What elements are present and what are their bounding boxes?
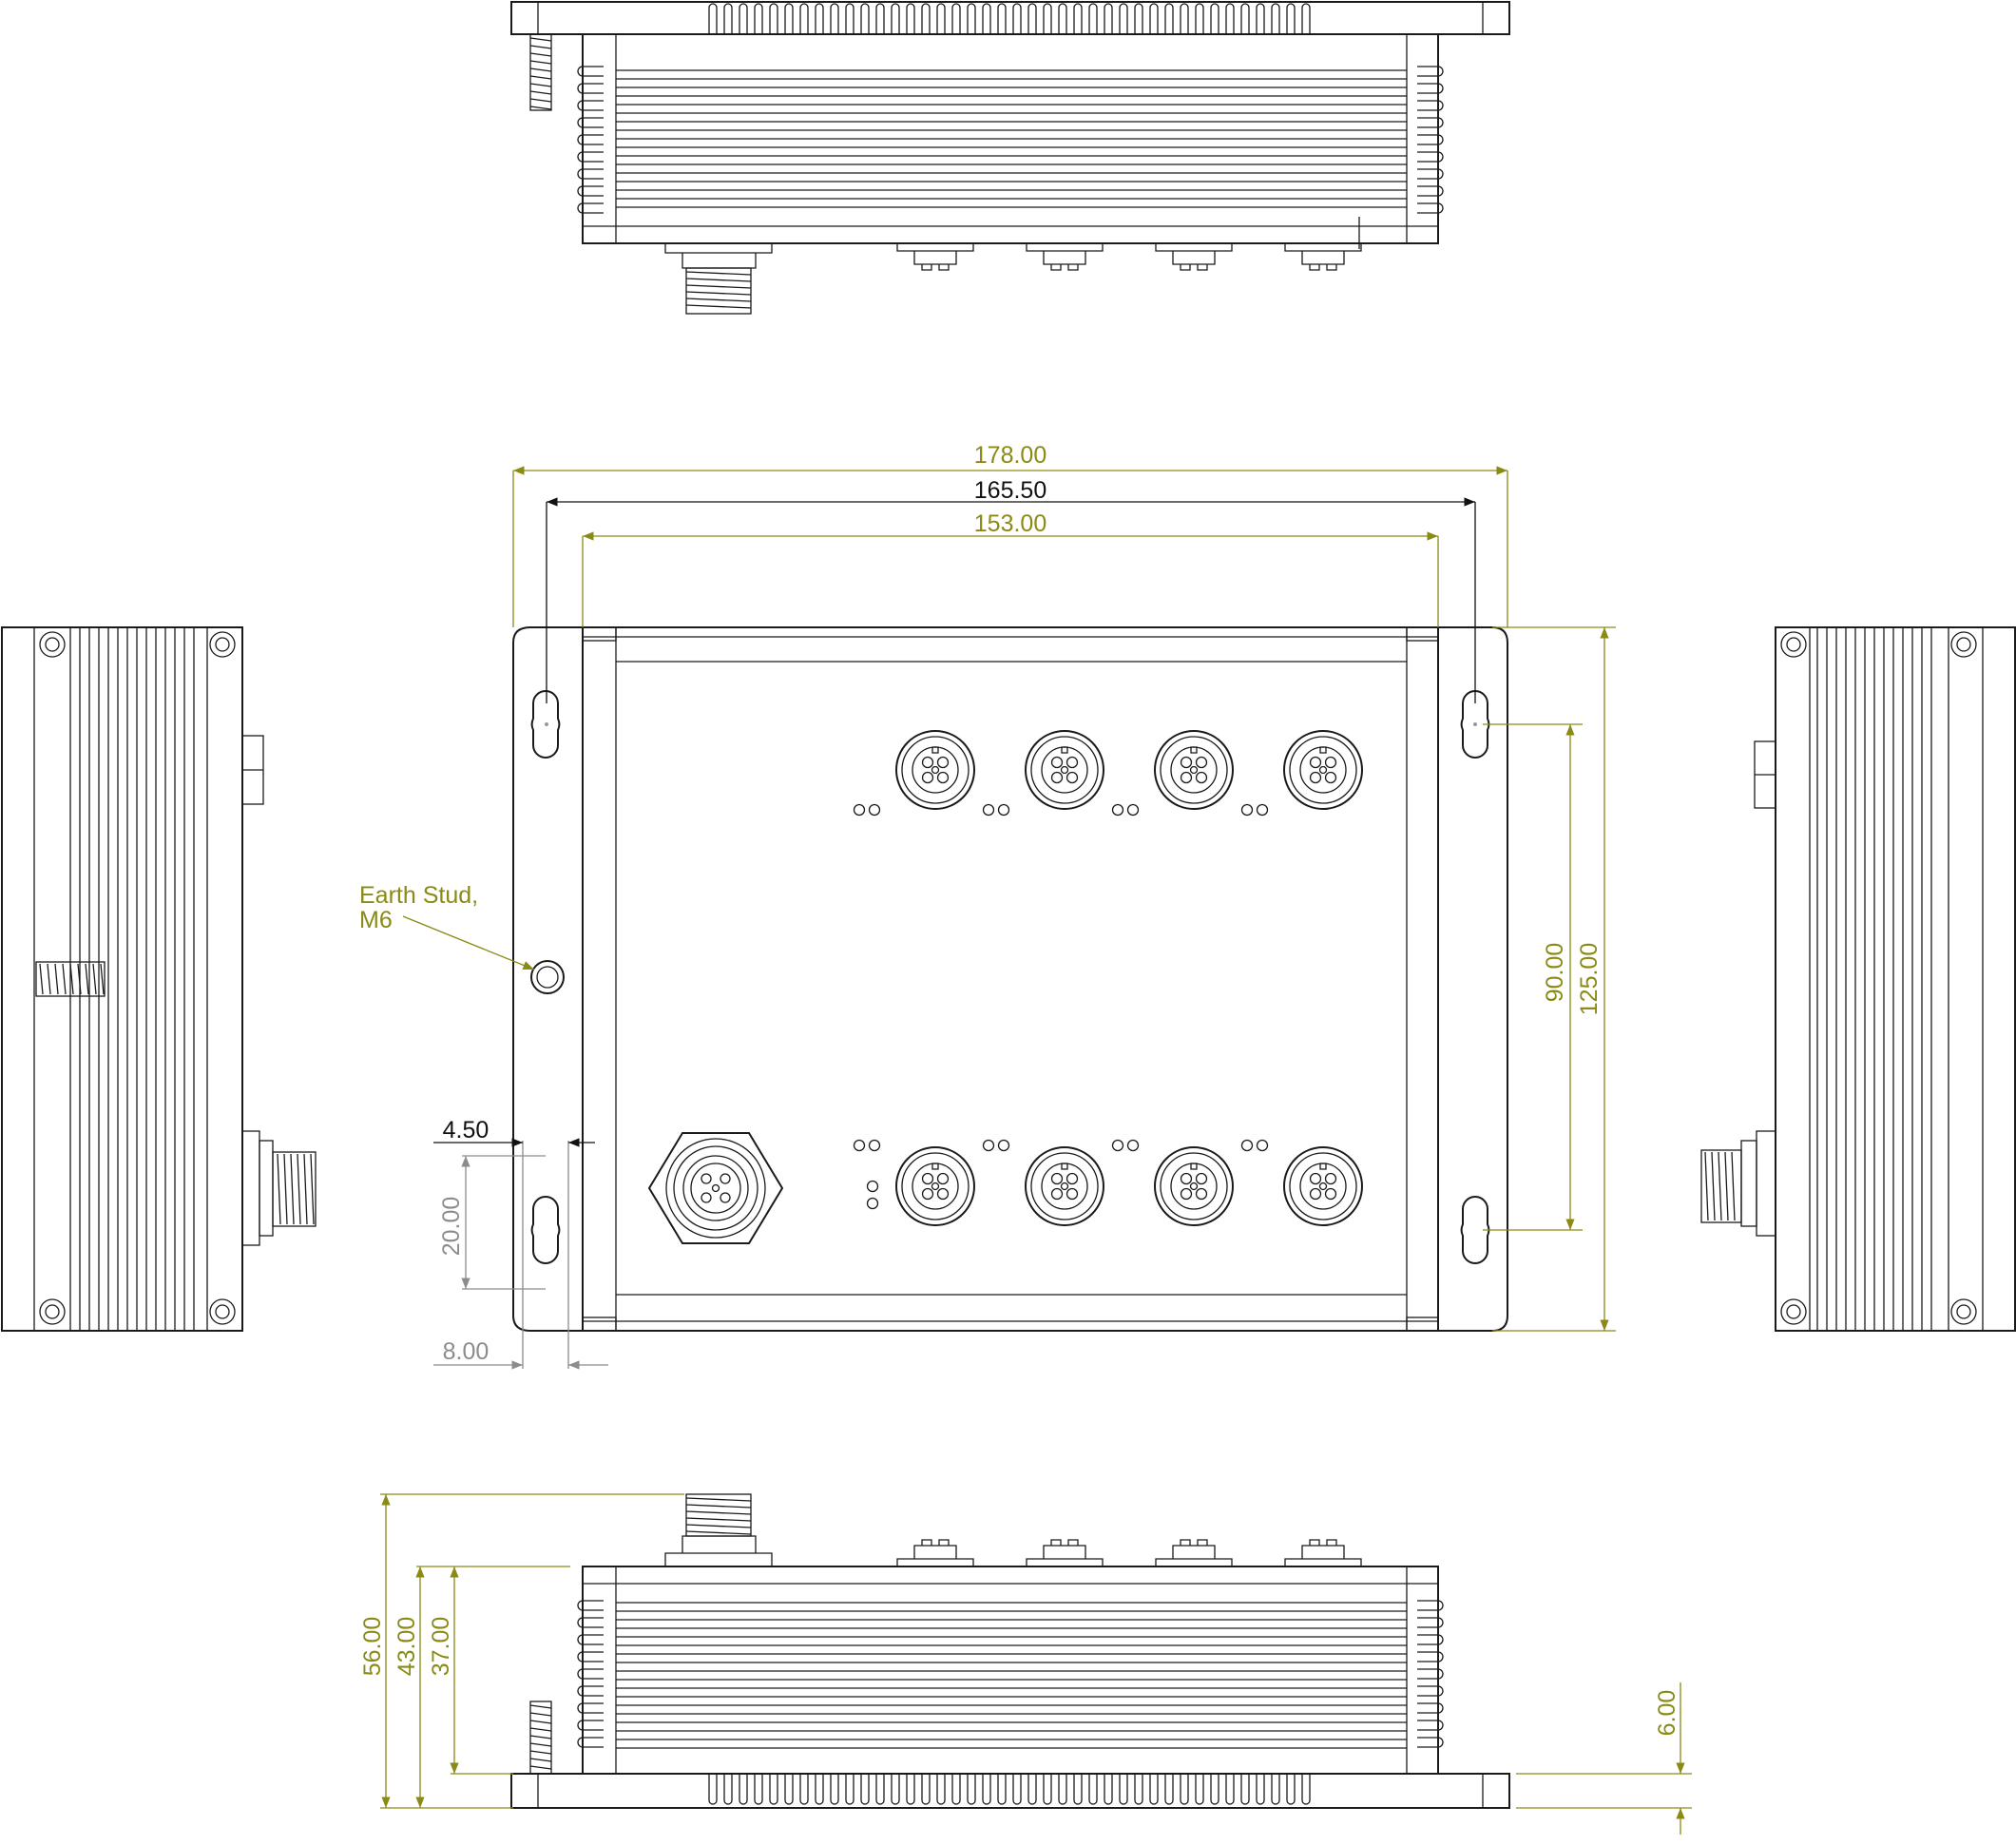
dim-body-width: 153.00	[974, 510, 1046, 537]
dim-base-plate-thickness: 6.00	[1654, 1690, 1680, 1737]
power-connector-front	[647, 1132, 784, 1244]
dim-housing-height: 43.00	[394, 1617, 420, 1677]
mounting-keyhole-top-left	[530, 690, 561, 759]
dimension-lines-front	[402, 466, 1616, 1370]
earth-stud-side	[35, 961, 106, 997]
dim-total-height: 56.00	[359, 1617, 386, 1677]
dim-slot-offset: 4.50	[443, 1117, 490, 1144]
dim-hole-edge-offset: 8.00	[443, 1338, 490, 1365]
earth-stud-label-line1: Earth Stud,	[359, 882, 478, 909]
front-view: 178.00 165.50 153.00 125.00 90.00 4.50 2…	[359, 442, 1616, 1370]
dim-overall-height: 125.00	[1576, 943, 1603, 1015]
earth-stud-label-line2: M6	[359, 907, 393, 933]
dim-overall-width: 178.00	[974, 442, 1046, 469]
dim-body-height: 37.00	[428, 1617, 454, 1677]
dim-slot-length: 20.00	[438, 1197, 465, 1257]
top-view	[510, 1, 1510, 315]
mounting-keyhole-top-right	[1460, 690, 1490, 759]
bottom-view: 56.00 43.00 37.00 6.00	[359, 1493, 1692, 1835]
dim-hole-spacing: 165.50	[974, 477, 1046, 504]
m12-port-row-bottom	[853, 1139, 1363, 1226]
earth-stud	[530, 960, 565, 994]
power-connector-bottom	[664, 1493, 773, 1567]
left-side-view	[1, 626, 317, 1332]
dim-hole-vertical-spacing: 90.00	[1542, 943, 1568, 1003]
power-connector-side	[241, 1130, 317, 1246]
dimension-lines-bottom	[380, 1493, 1692, 1835]
right-side-view	[1700, 626, 2016, 1332]
power-connector-top	[664, 242, 773, 315]
mounting-keyhole-bottom-left	[530, 1196, 561, 1264]
